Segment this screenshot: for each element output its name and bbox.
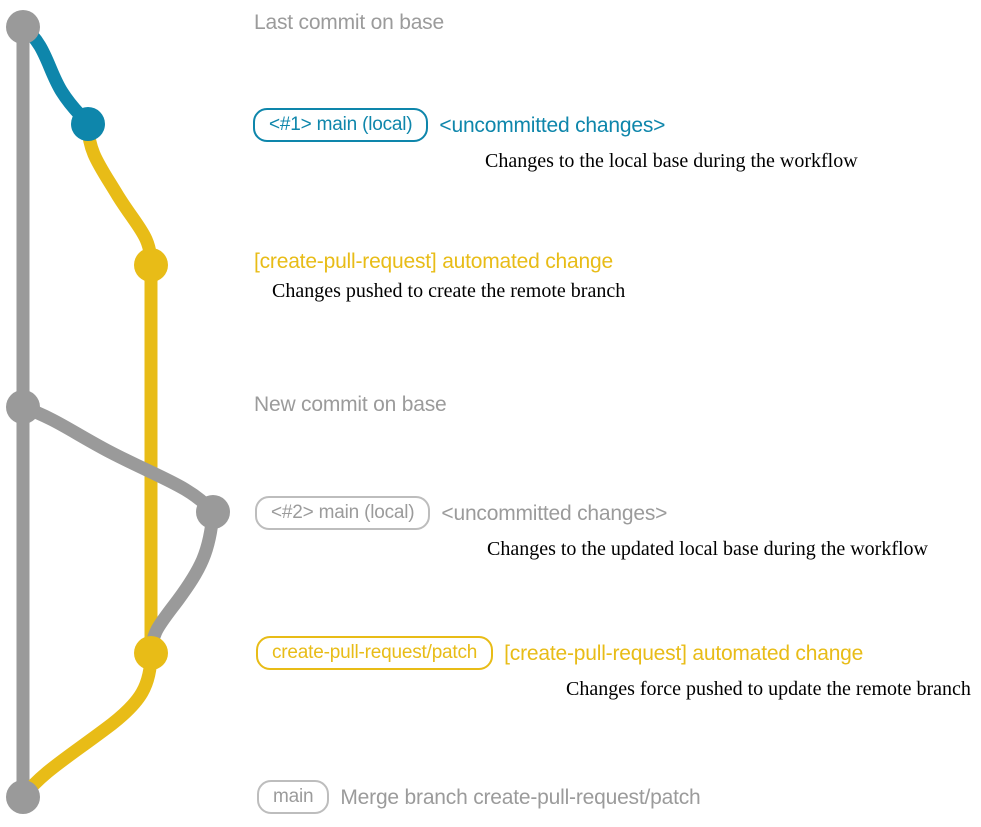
commit-description: Changes force pushed to update the remot… <box>566 678 971 700</box>
commit-description: Changes to the updated local base during… <box>487 538 928 560</box>
commit-row-merge-main: main Merge branch create-pull-request/pa… <box>0 780 981 814</box>
commit-row-new-commit-on-base: New commit on base <box>0 394 981 415</box>
commit-subject: [create-pull-request] automated change <box>254 250 613 273</box>
ref-badge-create-pull-request-patch[interactable]: create-pull-request/patch <box>256 636 494 670</box>
commit-description: Changes to the local base during the wor… <box>485 150 858 172</box>
commit-description: Changes pushed to create the remote bran… <box>272 280 626 302</box>
commit-row-local-2: <#2> main (local) <uncommitted changes> … <box>0 496 981 559</box>
commit-row-last-commit-on-base: Last commit on base <box>0 12 981 33</box>
commit-subject: [create-pull-request] automated change <box>504 641 864 665</box>
commit-subject: <uncommitted changes> <box>439 113 666 137</box>
ref-badge-main-local-2[interactable]: <#2> main (local) <box>255 496 431 530</box>
commit-row-local-1: <#1> main (local) <uncommitted changes> … <box>0 108 981 171</box>
ref-badge-main[interactable]: main <box>257 780 330 814</box>
commit-row-automated-change-2: create-pull-request/patch [create-pull-r… <box>0 636 981 699</box>
ref-badge-main-local-1[interactable]: <#1> main (local) <box>253 108 429 142</box>
commit-subject: Merge branch create-pull-request/patch <box>340 785 701 809</box>
commit-subject: New commit on base <box>254 393 447 416</box>
commit-subject: <uncommitted changes> <box>441 501 668 525</box>
commit-row-automated-change-1: [create-pull-request] automated change C… <box>0 251 981 301</box>
commit-subject: Last commit on base <box>254 11 444 34</box>
